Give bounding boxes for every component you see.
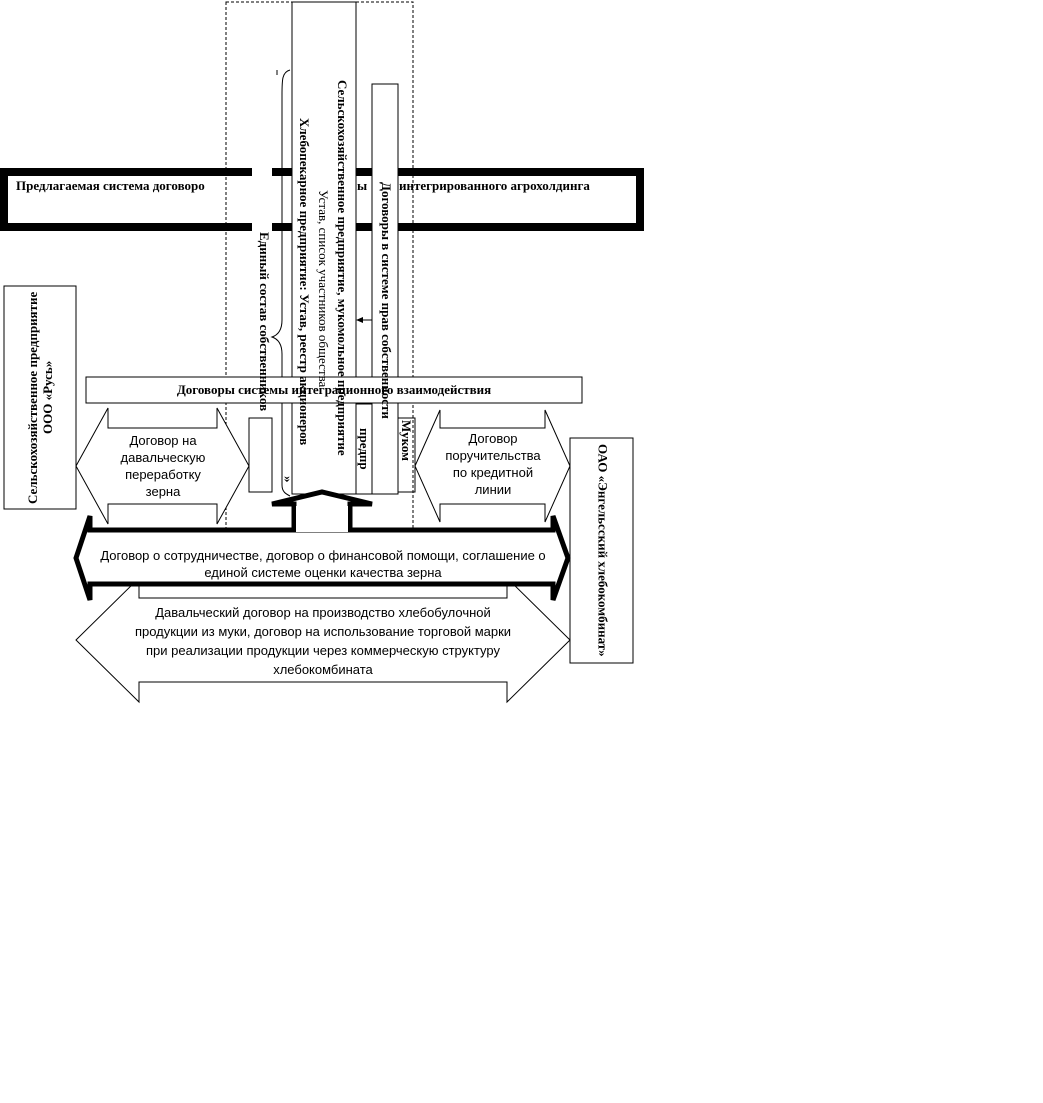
property-rights-box <box>371 83 399 495</box>
owners-brace <box>270 69 291 497</box>
page-title-fragment: ы <box>357 178 368 193</box>
flour-small-box <box>397 417 416 493</box>
owners-text-2: » <box>282 476 296 483</box>
owners-small-box <box>248 417 273 493</box>
bold-arrow-text: Договор о сотрудничестве, договор о фина… <box>100 548 546 580</box>
integration-header: Договоры системы интеграционного взаимод… <box>176 382 492 397</box>
enterprise-small-box <box>355 403 373 495</box>
page-title-end: интегрированного агрохолдинга <box>399 178 590 193</box>
right-company-box <box>569 437 634 664</box>
left-arrow-text: Договор на давальческую переработку зерн… <box>120 433 206 499</box>
bottom-double-arrow <box>75 576 571 704</box>
left-company-label: Сельскохозяйственное предприятие ООО «Ру… <box>25 291 55 504</box>
members-body: Устав, список участников общества <box>316 190 331 388</box>
bold-up-arrow <box>271 489 373 530</box>
left-company-box <box>3 285 77 510</box>
flour-fragment: Муком <box>399 420 414 462</box>
integration-header-box <box>85 376 583 404</box>
enterprise-fragment: предпр <box>357 428 372 470</box>
right-double-arrow <box>414 409 571 523</box>
bottom-arrow-text: Давальческий договор на производство хле… <box>134 605 512 677</box>
bold-double-arrow <box>73 515 571 601</box>
members-heading: Сельскохозяйственное предприятие, мукомо… <box>335 80 350 456</box>
left-double-arrow <box>75 407 250 525</box>
right-arrow-text: Договор поручительства по кредитной лини… <box>445 431 541 497</box>
property-rights-text: Договоры в системе прав собственности <box>379 182 394 419</box>
page-title: Предлагаемая система договоро <box>16 178 205 193</box>
owners-text: Единый состав собственников <box>257 232 272 412</box>
right-company-label: ОАО «Энгельсский хлебокомбинат» <box>595 444 611 657</box>
bakery-text: Хлебопекарное предприятие: Устав, реестр… <box>297 118 312 446</box>
